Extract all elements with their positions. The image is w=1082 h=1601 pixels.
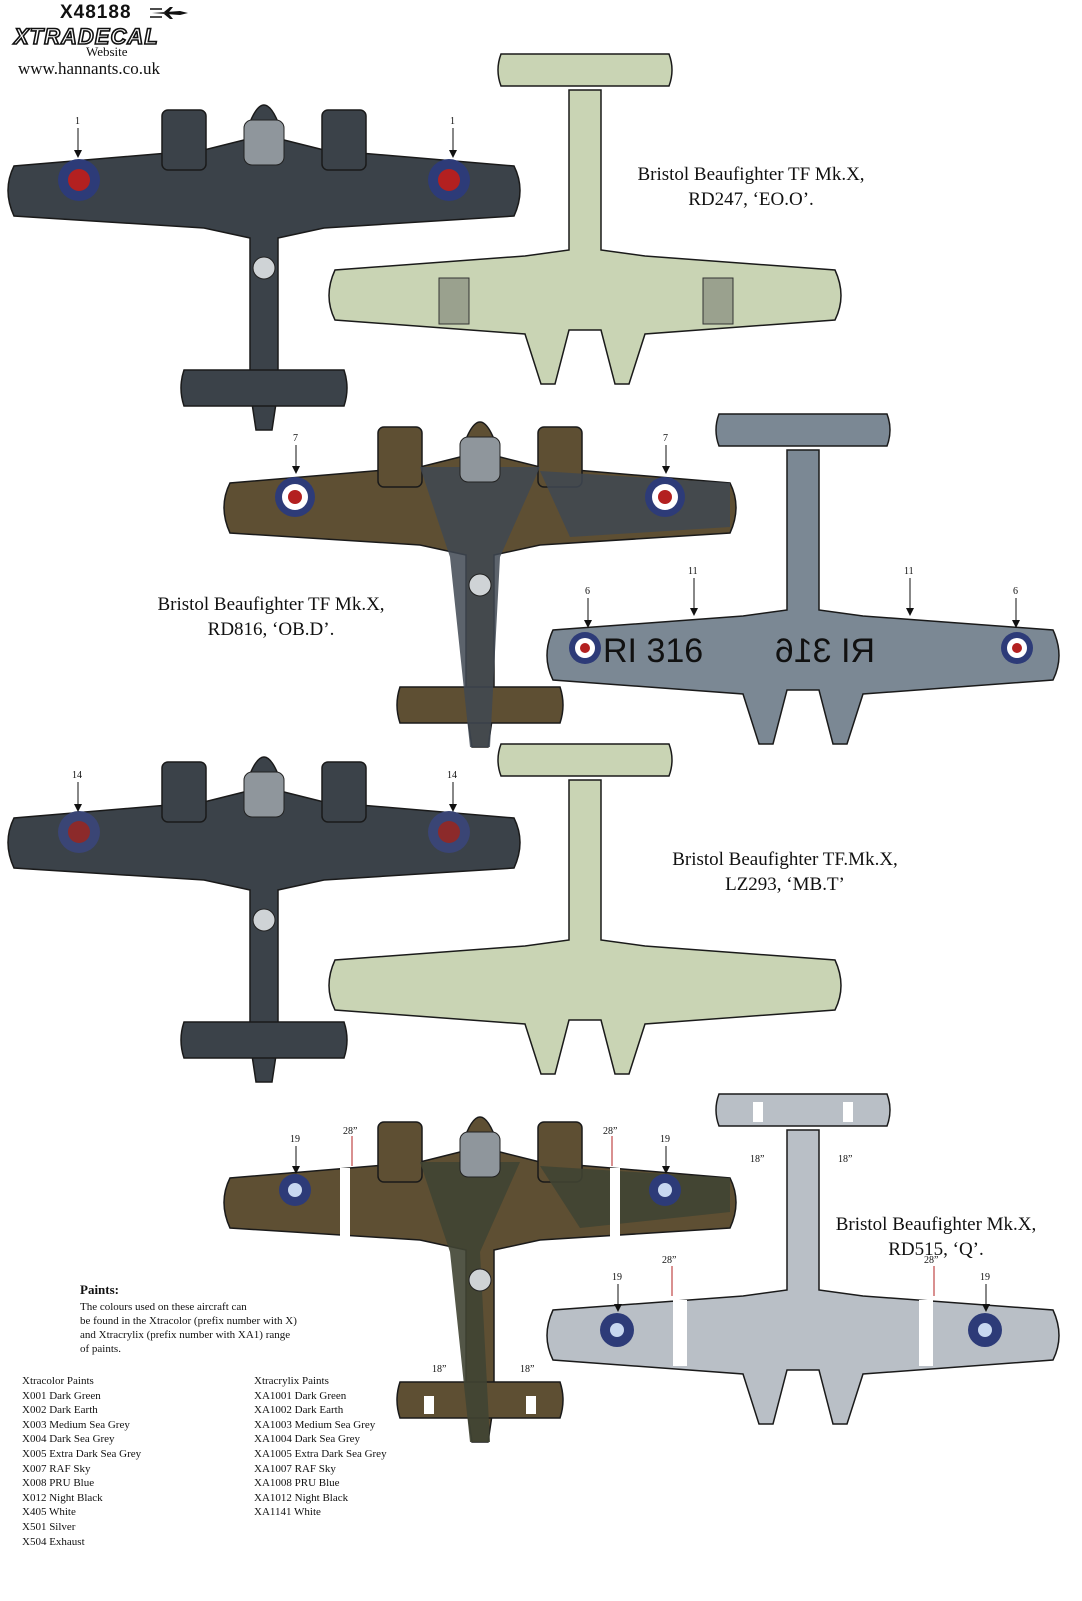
callouts-aircraft-3: 14 14	[72, 770, 457, 812]
callout: 19	[980, 1272, 990, 1283]
aircraft-2-lower-view: RI 316 RI 316	[546, 413, 1060, 745]
callout: 7	[293, 433, 298, 444]
aircraft-4-upper-view	[223, 1116, 737, 1443]
product-code: X48188	[60, 2, 132, 23]
callouts-aircraft-2-lower: 6 11 11 6	[584, 566, 1020, 628]
aircraft-4-title: Bristol Beaufighter Mk.X, RD515, ‘Q’.	[835, 1214, 1037, 1260]
aircraft-2-upper-view	[223, 421, 737, 748]
xtracolor-title: Xtracolor Paints	[22, 1375, 94, 1387]
paints-intro: and Xtracrylix (prefix number with XA1) …	[80, 1329, 291, 1341]
paint-item: XA1001 Dark Green	[254, 1389, 347, 1402]
callout: 14	[447, 770, 457, 781]
paint-item: XA1004 Dark Sea Grey	[254, 1433, 360, 1446]
paint-item: XA1012 Night Black	[254, 1491, 349, 1504]
callout: 19	[612, 1272, 622, 1283]
callout: 1	[75, 116, 80, 127]
website-url[interactable]: www.hannants.co.uk	[18, 59, 160, 78]
paint-item: XA1008 PRU Blue	[254, 1477, 340, 1490]
xtracolor-list: Xtracolor Paints X001 Dark Green X002 Da…	[22, 1374, 141, 1549]
paint-item: X012 Night Black	[22, 1491, 103, 1504]
paint-item: X007 RAF Sky	[22, 1462, 91, 1475]
callouts-aircraft-4-upper: 19 28” 28” 19 18” 18”	[290, 1126, 670, 1375]
callout: 18”	[520, 1364, 534, 1375]
callout: 6	[585, 586, 590, 597]
aircraft-3-title: Bristol Beaufighter TF.Mk.X, LZ293, ‘MB.…	[672, 849, 898, 895]
callout: 28”	[924, 1255, 938, 1266]
xtracrylix-list: Xtracrylix Paints XA1001 Dark Green XA10…	[254, 1374, 387, 1520]
paint-item: XA1005 Extra Dark Sea Grey	[254, 1447, 387, 1460]
callout: 18”	[838, 1154, 852, 1165]
callout: 14	[72, 770, 82, 781]
callout: 28”	[343, 1126, 357, 1137]
paint-item: X002 Dark Earth	[22, 1404, 98, 1417]
callouts-aircraft-4-lower: 18” 18” 19 28” 28” 19	[612, 1154, 990, 1312]
callout: 28”	[603, 1126, 617, 1137]
callout: 19	[290, 1134, 300, 1145]
paint-item: XA1007 RAF Sky	[254, 1462, 336, 1475]
callout: 6	[1013, 586, 1018, 597]
aircraft-1-upper-view	[7, 104, 521, 431]
callout: 11	[904, 566, 914, 577]
paints-intro: The colours used on these aircraft can	[80, 1301, 247, 1313]
paints-intro: of paints.	[80, 1343, 121, 1355]
callout: 7	[663, 433, 668, 444]
underside-serial-right: RI 316	[775, 632, 875, 670]
paints-heading: Paints:	[80, 1282, 119, 1297]
website-label: Website	[86, 44, 128, 59]
aircraft-3-upper-view	[7, 756, 521, 1083]
callout: 19	[660, 1134, 670, 1145]
paint-item: X405 White	[22, 1506, 76, 1519]
callout: 18”	[432, 1364, 446, 1375]
aircraft-2-title: Bristol Beaufighter TF Mk.X, RD816, ‘OB.…	[157, 594, 385, 640]
paint-item: X005 Extra Dark Sea Grey	[22, 1447, 142, 1460]
aircraft-1-lower-view	[328, 53, 842, 385]
aircraft-3-lower-view	[328, 743, 842, 1075]
paint-item: X001 Dark Green	[22, 1389, 101, 1402]
paints-intro: be found in the Xtracolor (prefix number…	[80, 1315, 297, 1327]
aircraft-1-title: Bristol Beaufighter TF Mk.X, RD247, ‘EO.…	[637, 164, 865, 210]
callout: 11	[688, 566, 698, 577]
callouts-aircraft-2-upper: 7 7	[292, 433, 670, 474]
underside-serial-left: RI 316	[603, 632, 703, 670]
paints-section: Paints: The colours used on these aircra…	[80, 1283, 380, 1356]
paint-item: X501 Silver	[22, 1520, 76, 1533]
xtracrylix-title: Xtracrylix Paints	[254, 1375, 329, 1387]
paint-item: XA1002 Dark Earth	[254, 1404, 344, 1417]
callouts-aircraft-1: 1 1	[74, 116, 457, 158]
paint-item: X504 Exhaust	[22, 1535, 85, 1548]
paint-item: X008 PRU Blue	[22, 1477, 95, 1490]
jet-logo-icon	[150, 7, 188, 19]
paint-item: XA1141 White	[254, 1506, 321, 1519]
callout: 18”	[750, 1154, 764, 1165]
paint-item: X003 Medium Sea Grey	[22, 1418, 130, 1431]
brand-logo: XTRADECAL	[13, 23, 159, 50]
aircraft-4-lower-view	[546, 1093, 1060, 1425]
paint-item: X004 Dark Sea Grey	[22, 1433, 115, 1446]
callout: 1	[450, 116, 455, 127]
paint-item: XA1003 Medium Sea Grey	[254, 1418, 376, 1431]
callout: 28”	[662, 1255, 676, 1266]
